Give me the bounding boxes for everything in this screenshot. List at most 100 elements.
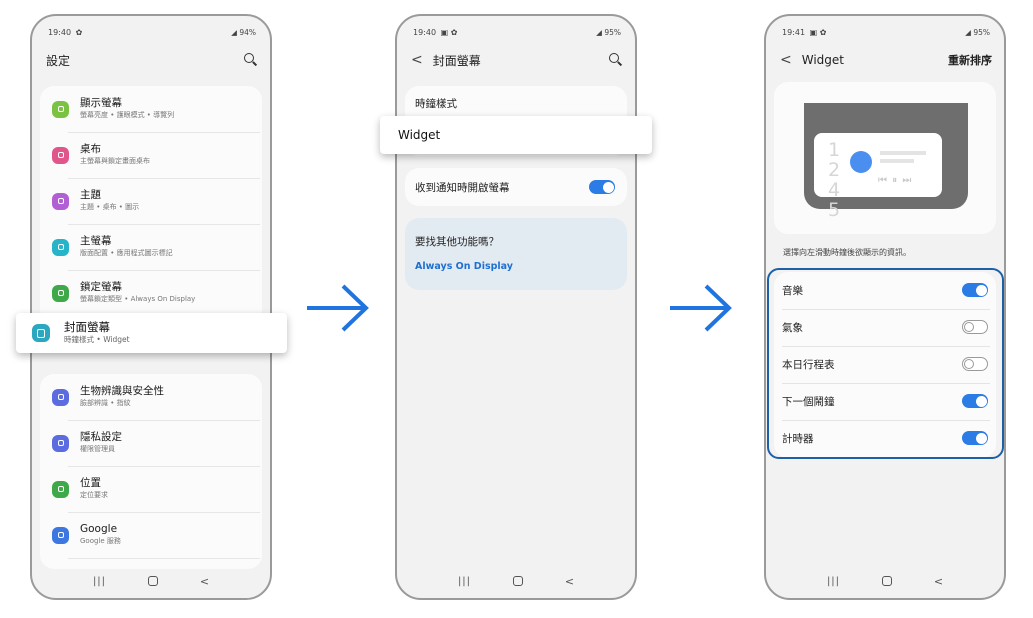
nav-bar: ||| < bbox=[32, 574, 270, 588]
divider bbox=[68, 466, 260, 467]
preview-widget: 12 45 ⏮ ⏸ ⏭ bbox=[814, 133, 942, 220]
other-features-title: 要找其他功能嗎？ bbox=[415, 236, 499, 248]
back-icon[interactable]: < bbox=[411, 52, 423, 68]
divider bbox=[68, 512, 260, 513]
gear-icon: ✿ bbox=[73, 27, 83, 37]
widget-toggle-switch[interactable] bbox=[962, 394, 988, 408]
preview-clock: 12 45 bbox=[828, 139, 841, 221]
settings-item-subtitle: 螢幕鎖定類型 • Always On Display bbox=[80, 295, 196, 303]
settings-item-subtitle: 定位要求 bbox=[80, 491, 108, 499]
settings-item-title: 鎖定螢幕 bbox=[80, 281, 122, 293]
settings-item[interactable]: 主螢幕版面配置 • 應用程式圖示標記 bbox=[44, 224, 260, 270]
divider bbox=[782, 420, 990, 421]
home-button-icon[interactable] bbox=[512, 576, 523, 586]
notify-label: 收到通知時開啟螢幕 bbox=[415, 182, 510, 194]
clock-style-item[interactable]: 時鐘樣式 bbox=[415, 98, 457, 110]
signal-icon: ◢ bbox=[965, 27, 971, 37]
battery-level: 95% bbox=[604, 27, 621, 37]
preview-line bbox=[880, 159, 914, 163]
divider bbox=[68, 270, 260, 271]
widget-toggle-row[interactable]: 計時器 bbox=[782, 420, 988, 456]
search-icon[interactable] bbox=[244, 53, 258, 67]
back-icon[interactable]: < bbox=[780, 52, 792, 68]
widget-preview-card: 12 45 ⏮ ⏸ ⏭ bbox=[774, 82, 996, 234]
divider bbox=[68, 420, 260, 421]
widget-toggle-label: 本日行程表 bbox=[782, 358, 835, 371]
search-icon[interactable] bbox=[609, 53, 623, 67]
gear-icon: ▣ ✿ bbox=[807, 27, 827, 37]
back-nav-icon[interactable]: < bbox=[199, 574, 210, 588]
widget-toggle-row[interactable]: 音樂 bbox=[782, 272, 988, 308]
settings-item[interactable]: 桌布主螢幕與鎖定畫面桌布 bbox=[44, 132, 260, 178]
status-bar: 19:40 ▣ ✿ ◢ 95% bbox=[413, 26, 621, 38]
settings-item-subtitle: 版面配置 • 應用程式圖示標記 bbox=[80, 249, 173, 257]
notify-toggle[interactable] bbox=[589, 180, 615, 194]
widget-toggle-row[interactable]: 氣象 bbox=[782, 309, 988, 345]
widget-toggle-switch[interactable] bbox=[962, 320, 988, 334]
settings-item[interactable]: 主題主題 • 桌布 • 圖示 bbox=[44, 178, 260, 224]
cover-screen-item[interactable]: 封面螢幕 時鐘樣式 • Widget bbox=[16, 313, 287, 353]
arrow-right-icon bbox=[307, 284, 369, 332]
widget-toggle-label: 下一個鬧鐘 bbox=[782, 395, 835, 408]
widget-toggle-label: 氣象 bbox=[782, 321, 803, 334]
settings-item[interactable]: 顯示螢幕螢幕亮度 • 護眼模式 • 導覽列 bbox=[44, 86, 260, 132]
divider bbox=[68, 178, 260, 179]
back-nav-icon[interactable]: < bbox=[933, 574, 944, 588]
home-icon bbox=[52, 238, 69, 256]
aod-link[interactable]: Always On Display bbox=[415, 261, 513, 272]
widget-item[interactable]: Widget bbox=[380, 116, 652, 154]
divider bbox=[782, 309, 990, 310]
battery-level: 94% bbox=[239, 27, 256, 37]
location-icon bbox=[52, 480, 69, 498]
header: < 封面螢幕 bbox=[411, 46, 623, 74]
widget-caption: 選擇向左滑動時鐘後欲顯示的資訊。 bbox=[783, 248, 911, 257]
divider bbox=[68, 132, 260, 133]
settings-item-subtitle: 主題 • 桌布 • 圖示 bbox=[80, 203, 140, 211]
phone-widget-settings: 19:41 ▣ ✿ ◢ 95% < Widget 重新排序 12 45 ⏮ ⏸ … bbox=[764, 14, 1006, 600]
widget-toggle-label: 計時器 bbox=[782, 432, 814, 445]
theme-icon bbox=[52, 192, 69, 210]
settings-item[interactable]: 鎖定螢幕螢幕鎖定類型 • Always On Display bbox=[44, 270, 260, 316]
signal-icon: ◢ bbox=[231, 27, 237, 37]
page-title: 封面螢幕 bbox=[432, 53, 481, 68]
widget-toggle-row[interactable]: 下一個鬧鐘 bbox=[782, 383, 988, 419]
widget-toggle-switch[interactable] bbox=[962, 357, 988, 371]
settings-item-subtitle: 權限管理員 bbox=[80, 445, 115, 453]
nav-bar: ||| < bbox=[397, 574, 635, 588]
settings-item-title: 隱私設定 bbox=[80, 431, 122, 443]
settings-item[interactable]: 隱私設定權限管理員 bbox=[44, 420, 260, 466]
settings-item-subtitle: Google 服務 bbox=[80, 537, 121, 545]
divider bbox=[68, 558, 260, 559]
arrow-right-icon bbox=[670, 284, 732, 332]
widget-toggle-row[interactable]: 本日行程表 bbox=[782, 346, 988, 382]
settings-item[interactable]: 位置定位要求 bbox=[44, 466, 260, 512]
page-title: Widget bbox=[801, 53, 844, 67]
widget-toggle-switch[interactable] bbox=[962, 431, 988, 445]
signal-icon: ◢ bbox=[596, 27, 602, 37]
home-button-icon[interactable] bbox=[147, 576, 158, 586]
phone-settings: 19:40 ✿ ◢ 94% 設定 顯示螢幕螢幕亮度 • 護眼模式 • 導覽列桌布… bbox=[30, 14, 272, 600]
recent-apps-icon[interactable]: ||| bbox=[826, 575, 841, 587]
header: < Widget 重新排序 bbox=[780, 46, 992, 74]
recent-apps-icon[interactable]: ||| bbox=[92, 575, 107, 587]
settings-item-title: 主螢幕 bbox=[80, 235, 112, 247]
nav-bar: ||| < bbox=[766, 574, 1004, 588]
cover-screen-icon bbox=[32, 324, 50, 342]
cover-screen-subtitle: 時鐘樣式 • Widget bbox=[64, 335, 130, 344]
widget-toggle-switch[interactable] bbox=[962, 283, 988, 297]
recent-apps-icon[interactable]: ||| bbox=[457, 575, 472, 587]
widget-list-highlight bbox=[767, 268, 1004, 459]
settings-item-subtitle: 主螢幕與鎖定畫面桌布 bbox=[80, 157, 150, 165]
preview-album-icon bbox=[850, 151, 872, 173]
back-nav-icon[interactable]: < bbox=[564, 574, 575, 588]
google-icon bbox=[52, 526, 69, 544]
widget-item-label: Widget bbox=[398, 128, 441, 142]
widget-toggle-label: 音樂 bbox=[782, 284, 803, 297]
home-button-icon[interactable] bbox=[881, 576, 892, 586]
settings-card-2 bbox=[40, 374, 262, 569]
reorder-button[interactable]: 重新排序 bbox=[948, 54, 992, 67]
settings-item[interactable]: 生物辨識與安全性臉部辨識 • 指紋 bbox=[44, 374, 260, 420]
notify-card: 收到通知時開啟螢幕 bbox=[405, 168, 627, 206]
header: 設定 bbox=[46, 46, 258, 74]
